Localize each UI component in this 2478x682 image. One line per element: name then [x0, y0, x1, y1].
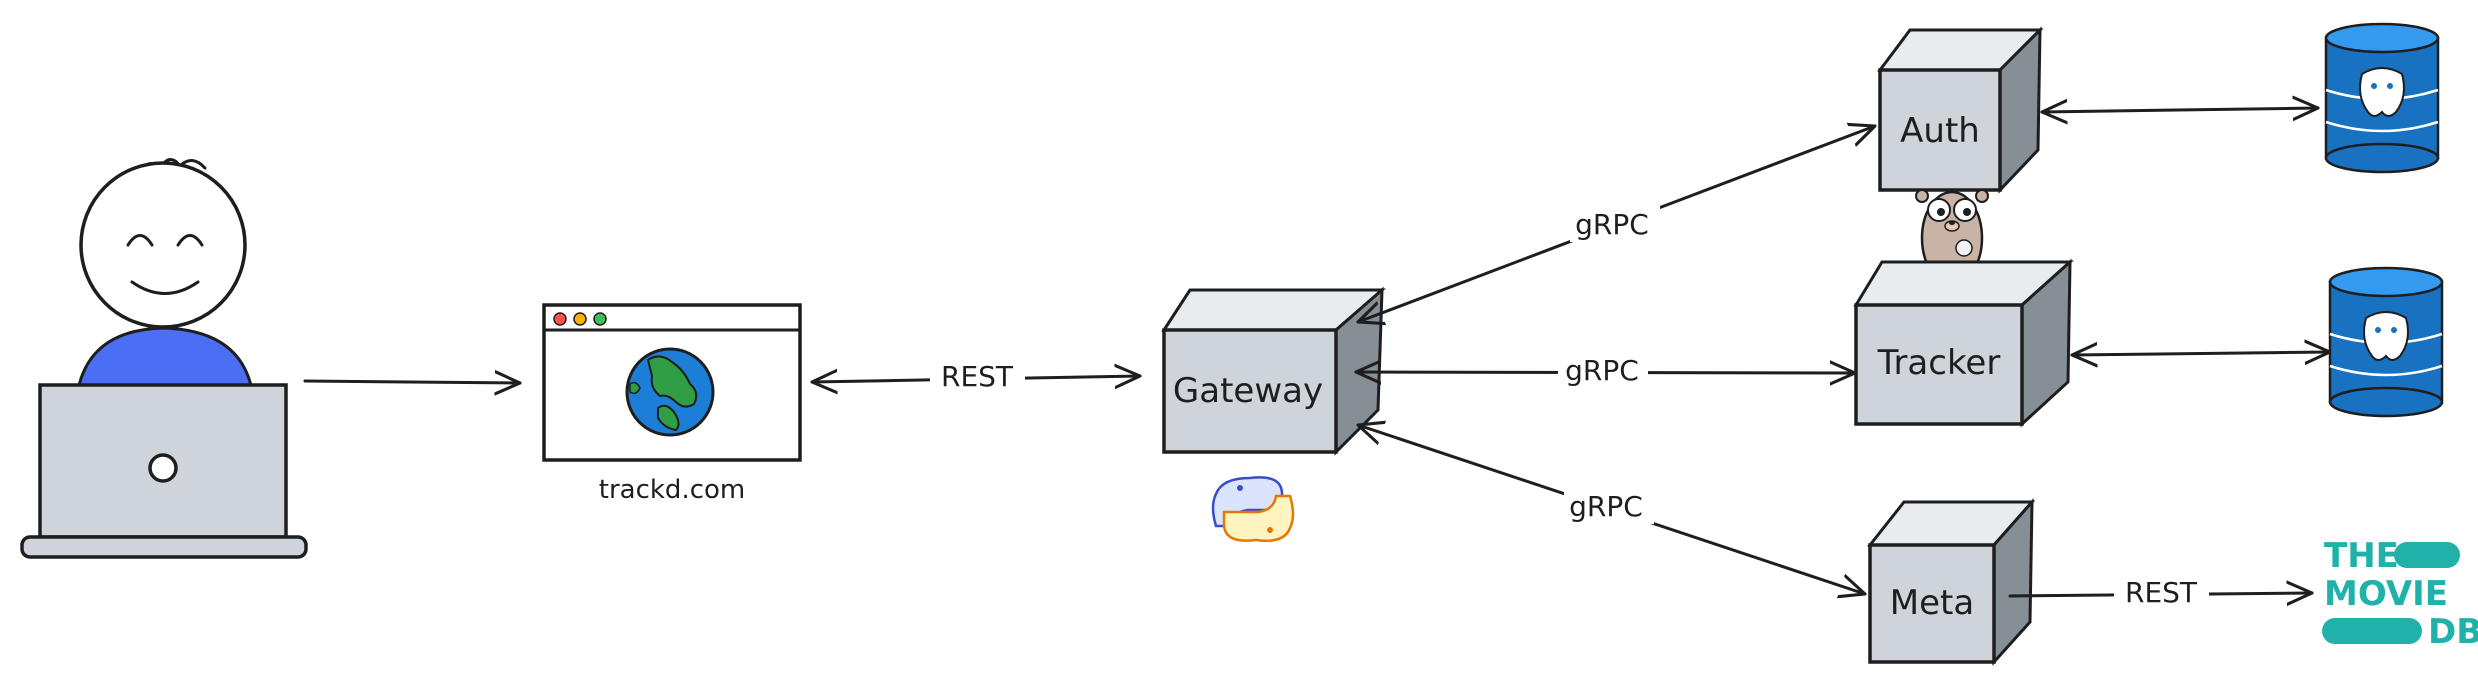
tmdb-line3: DB: [2428, 612, 2478, 652]
gateway-cube: [1161, 286, 1387, 456]
user-icon: [76, 158, 254, 392]
label-bg: [930, 357, 1025, 393]
tmdb-line2: MOVIE: [2324, 574, 2448, 614]
meta-cube: [1866, 497, 2036, 666]
auth-cube: [1877, 26, 2044, 194]
meta-label: Meta: [1890, 583, 1974, 623]
postgres-icon: [2328, 266, 2444, 418]
meta-tmdb-label: REST: [2125, 576, 2198, 609]
laptop-icon: [20, 383, 308, 559]
auth-label: Auth: [1900, 111, 1980, 151]
tracker-cube: [1853, 258, 2074, 428]
gateway-meta-label: gRPC: [1569, 490, 1643, 523]
user-browser-arrow: [303, 381, 520, 383]
gateway-label: Gateway: [1173, 371, 1323, 411]
postgres-icon: [2324, 22, 2440, 174]
browser-url: trackd.com: [599, 475, 745, 505]
gateway-auth-label: gRPC: [1575, 208, 1649, 241]
browser-gateway-label: REST: [941, 360, 1014, 393]
python-icon: [1211, 476, 1295, 542]
label-bg: [1558, 352, 1648, 388]
label-bg: [1570, 206, 1660, 242]
label-bg: [2114, 574, 2209, 610]
tmdb-logo: THE MOVIE DB: [2322, 536, 2478, 652]
tracker-db-arrow: [2072, 352, 2330, 355]
tmdb-line1: THE: [2324, 536, 2399, 576]
gateway-tracker-label: gRPC: [1565, 354, 1639, 387]
label-bg: [1564, 488, 1654, 524]
globe-icon: [625, 347, 715, 437]
auth-db-arrow: [2042, 108, 2318, 112]
tracker-label: Tracker: [1877, 343, 2001, 383]
